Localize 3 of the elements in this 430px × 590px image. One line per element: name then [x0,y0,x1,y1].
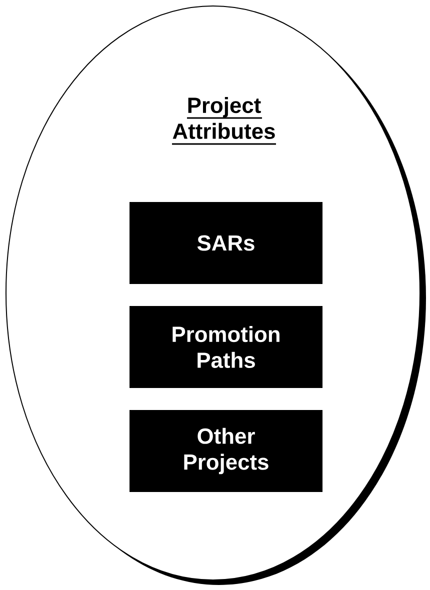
process-box: SARs [130,202,322,284]
process-box: Promotion Paths [130,306,322,388]
process-box: Other Projects [130,410,322,492]
